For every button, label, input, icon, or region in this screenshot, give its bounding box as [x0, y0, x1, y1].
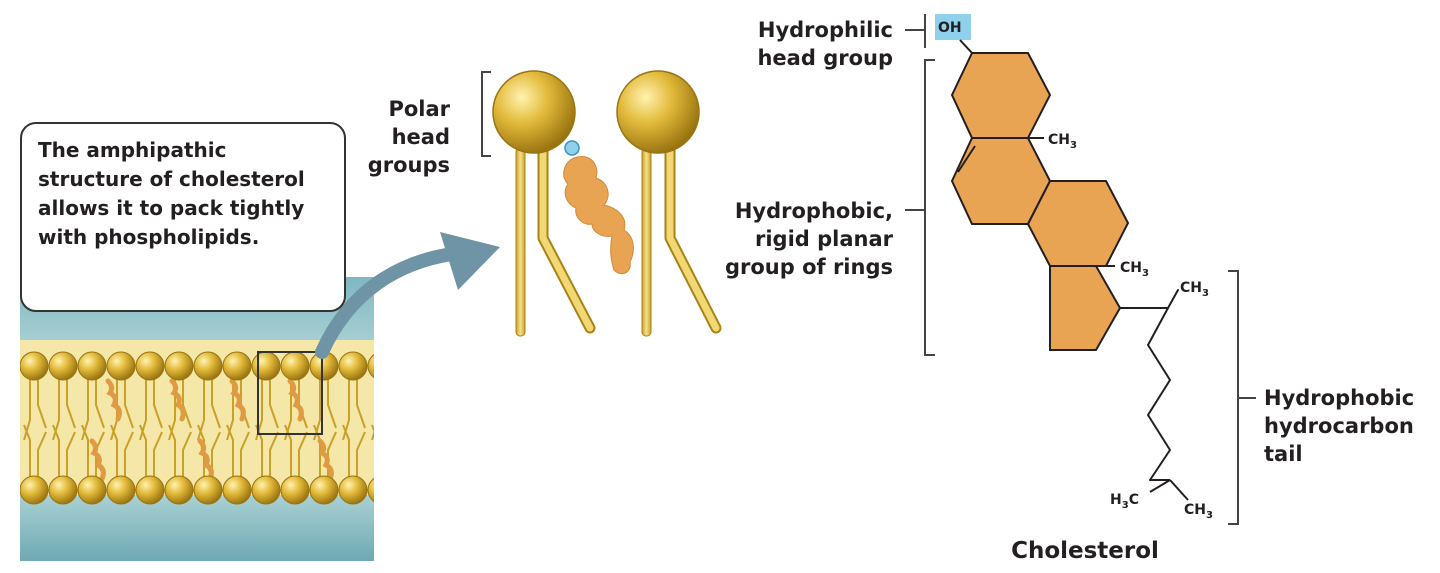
h3c-label: H3C — [1110, 492, 1139, 511]
bilayer-head — [164, 351, 194, 381]
bilayer-tail — [37, 431, 47, 480]
polar-head-groups-label: Polar head groups — [367, 97, 450, 177]
bilayer-tail — [386, 432, 394, 480]
bilayer-cholesterol — [317, 438, 334, 482]
ring-a — [950, 52, 1052, 139]
cholesterol-title: Cholesterol — [1011, 538, 1159, 564]
bilayer-head — [367, 477, 374, 503]
bilayer-tail — [356, 370, 366, 429]
bilayer-head — [135, 475, 165, 505]
bilayer-tail — [52, 370, 60, 441]
ch3-label-4: CH3 — [1184, 502, 1213, 521]
hydrocarbon-tail — [1120, 289, 1179, 481]
bilayer-tail — [139, 424, 147, 480]
tail-bracket — [1228, 270, 1256, 525]
bilayer-head — [106, 475, 136, 505]
bilayer-head — [164, 475, 194, 505]
bilayer-tail — [298, 431, 308, 480]
bilayer-cholesterol — [287, 378, 304, 422]
bilayer-tail — [23, 370, 31, 441]
hydrophobic-tail-label: Hydrophobic hydrocarbon tail — [1264, 386, 1415, 466]
bilayer-tail — [110, 424, 118, 480]
zoom-box — [257, 351, 323, 435]
bilayer-head — [20, 351, 49, 381]
bilayer-tail — [81, 424, 89, 480]
callout-box — [20, 122, 346, 312]
bilayer-tail — [386, 370, 394, 428]
bilayer-tail — [356, 431, 366, 480]
bilayer-tail — [211, 370, 221, 429]
bilayer-head — [48, 475, 78, 505]
oh-highlight — [935, 14, 971, 40]
bilayer-tail — [269, 431, 279, 480]
bilayer-tail — [124, 370, 134, 429]
bilayer-cholesterol — [89, 438, 106, 482]
oh-label: OH — [938, 20, 962, 36]
bilayer-head — [251, 351, 281, 381]
ring-d — [1049, 265, 1122, 351]
ch3-label-3: CH3 — [1180, 280, 1209, 299]
bilayer-tail — [342, 370, 350, 441]
bilayer-head — [77, 351, 107, 381]
hydrophobic-rings-label: Hydrophobic, rigid planar group of rings — [724, 199, 893, 279]
bilayer-head — [193, 351, 223, 381]
bilayer-tail — [182, 370, 192, 429]
bilayer-tail — [153, 370, 163, 429]
bilayer-head — [251, 475, 281, 505]
polar-head-bracket — [481, 71, 491, 157]
bilayer-cholesterol — [197, 438, 214, 482]
hydrophilic-bracket — [905, 14, 926, 48]
hydrophilic-head-group-label: Hydrophilic head group — [757, 18, 893, 70]
ring-c — [1026, 180, 1130, 267]
phospholipid-right — [616, 70, 722, 337]
cholesterol-structure: OH CH3 CH3 CH3 H3C CH3 — [905, 14, 1256, 525]
ch3-label-2: CH3 — [1120, 260, 1149, 279]
zoomed-phospholipids — [481, 70, 722, 337]
bilayer-head — [338, 475, 368, 505]
bilayer-tail — [81, 370, 89, 441]
bilayer-head — [367, 353, 374, 379]
bilayer-tail — [23, 424, 31, 480]
bilayer-head — [135, 351, 165, 381]
bilayer-head — [338, 351, 368, 381]
bilayer-tail — [327, 370, 337, 429]
bilayer-tail — [197, 370, 205, 441]
bilayer-head — [20, 475, 49, 505]
bilayer-tail — [95, 370, 105, 429]
bilayer-head — [77, 475, 107, 505]
cholesterol-molecule-small — [563, 140, 634, 275]
phospholipid-left — [492, 70, 596, 337]
bilayer-head — [222, 475, 252, 505]
bilayer-tail — [52, 424, 60, 480]
bilayer-head — [280, 475, 310, 505]
bilayer-tail — [66, 431, 76, 480]
bilayer-tail — [240, 431, 250, 480]
bilayer-head — [193, 475, 223, 505]
bilayer-tail — [284, 424, 292, 480]
bilayer-tail — [124, 431, 134, 480]
bilayer-tail — [153, 431, 163, 480]
bilayer-tail — [182, 431, 192, 480]
bilayer-head — [222, 351, 252, 381]
callout-text: The amphipathic structure of cholesterol… — [38, 138, 305, 249]
rings-bracket — [905, 59, 935, 356]
bilayer-cholesterol — [169, 378, 186, 422]
bilayer-tail — [66, 370, 76, 429]
bilayer-tail — [342, 424, 350, 480]
bilayer-tail — [269, 370, 279, 429]
zoom-arrow — [315, 232, 500, 359]
bilayer-head — [280, 351, 310, 381]
bilayer-head — [309, 475, 339, 505]
bilayer-head — [106, 351, 136, 381]
bilayer-cholesterol — [229, 378, 246, 422]
bilayer-tail — [139, 370, 147, 441]
bilayer-cholesterol — [105, 378, 122, 422]
lipid-bilayer — [20, 351, 394, 505]
bilayer-tail — [226, 424, 234, 480]
bilayer-tail — [168, 424, 176, 480]
bilayer-head — [48, 351, 78, 381]
bilayer-tail — [37, 370, 47, 429]
ch3-label-1: CH3 — [1048, 132, 1077, 151]
